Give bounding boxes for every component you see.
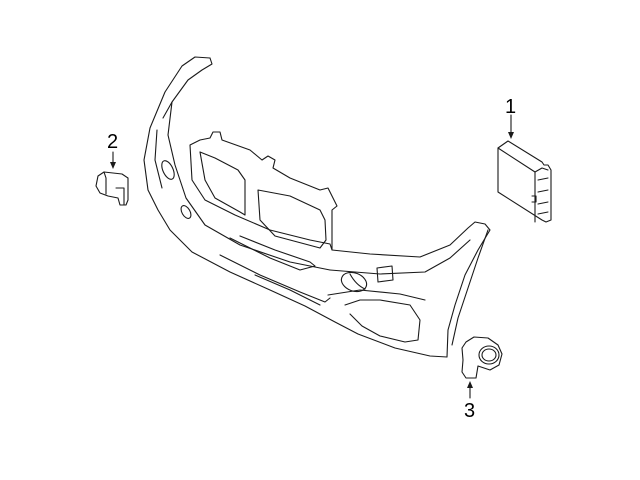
control-module[interactable] [497,114,552,223]
parking-sensor-right[interactable] [461,336,503,399]
callout-3: 3 [464,400,476,422]
bumper-cover[interactable] [143,56,491,358]
callout-1: 1 [505,96,517,118]
parking-sensor-left[interactable] [95,151,129,206]
callout-2: 2 [107,131,119,153]
